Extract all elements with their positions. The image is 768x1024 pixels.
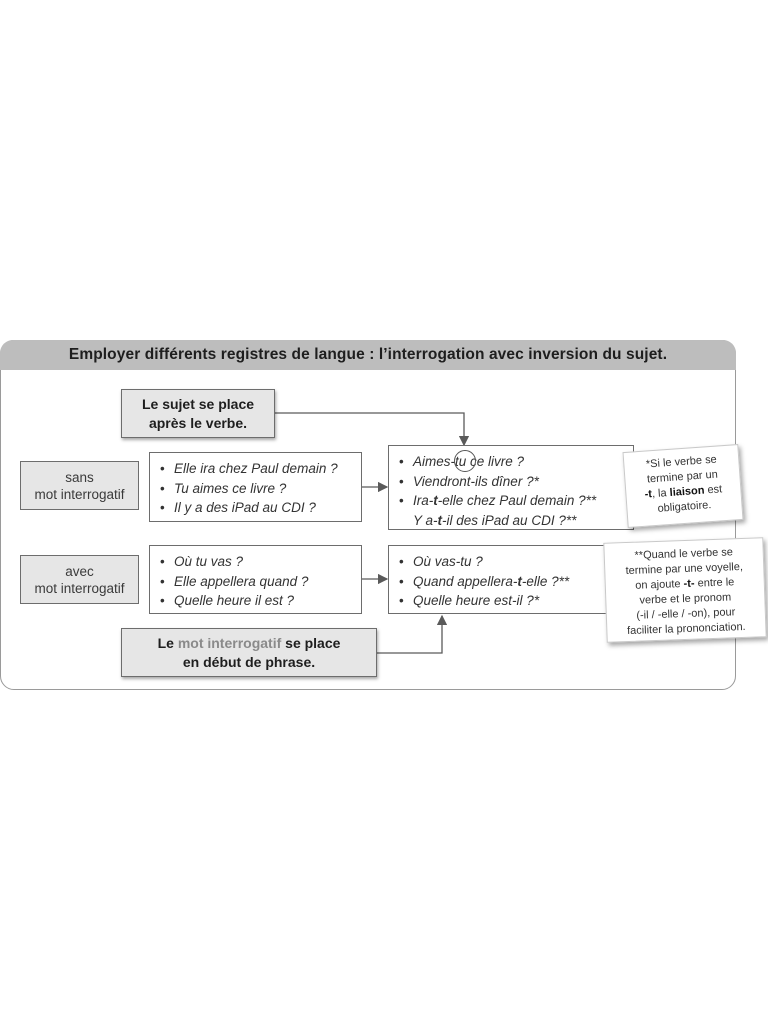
inverted-text: Où vas-tu ? [413, 554, 483, 569]
inverted-text-part: Ira- [413, 493, 434, 508]
example-text: Quelle heure il est ? [174, 593, 295, 608]
diagram-title: Employer différents registres de langue … [68, 346, 668, 363]
callout-bottom-line1: Le mot interrogatif se place [158, 634, 341, 653]
inverted-sans-box: •Aimes-tu ce livre ? • Viendront-ils dîne… [388, 445, 634, 530]
label-avec-mot-interrogatif: avec mot interrogatif [20, 555, 139, 604]
euphonic-t: t [517, 573, 522, 589]
example-sans-1: • Elle ira chez Paul demain ? [160, 459, 361, 479]
callout-subject-after-verb: Le sujet se place après le verbe. [121, 389, 275, 438]
bullet: • [160, 593, 165, 608]
subject-circle-mark [454, 450, 476, 472]
inverted-text: Viendront-ils dîner ?* [413, 473, 539, 489]
bullet: • [399, 473, 404, 489]
inverted-text-part: -elle chez Paul demain ?** [437, 493, 597, 508]
bullet: • [399, 554, 404, 569]
bullet: • [399, 493, 404, 508]
callout-bottom-line2: en début de phrase. [182, 653, 316, 670]
example-text: Elle appellera quand ? [174, 573, 309, 589]
callout-interrogative-word-first: Le mot interrogatif se place en début de… [121, 628, 377, 677]
example-avec-1: • Où tu vas ? [160, 552, 361, 572]
inverted-text-part: Quand appellera- [413, 573, 518, 589]
note2-bold-t: -t- [683, 577, 695, 591]
inverted-sans-4: Y a-t-il des iPad au CDI ?** [413, 511, 633, 531]
note-liaison: *Si le verbe se termine par un -t, la li… [622, 444, 744, 528]
example-avec-2: • Elle appellera quand ? [160, 572, 361, 592]
euphonic-t: t [433, 493, 438, 508]
example-text: Tu aimes ce livre ? [174, 480, 287, 496]
bullet: • [160, 480, 165, 496]
inverted-avec-1: • Où vas-tu ? [399, 552, 633, 572]
examples-sans-box: • Elle ira chez Paul demain ? • Tu aimes c… [149, 452, 362, 522]
inverted-text-part: -elle ?** [521, 573, 570, 589]
note1-bold-liaison: liaison [669, 484, 705, 499]
label-sans-line1: sans [65, 469, 94, 485]
callout-top-line1: Le sujet se place [141, 395, 255, 412]
example-sans-3: • Il y a des iPad au CDI ? [160, 498, 361, 518]
example-text: Elle ira chez Paul demain ? [174, 461, 338, 476]
callout-bottom-suffix: se place [281, 634, 341, 651]
bullet: • [399, 454, 404, 469]
callout-top-line2: après le verbe. [148, 414, 248, 431]
label-avec-line1: avec [65, 563, 94, 579]
label-sans-mot-interrogatif: sans mot interrogatif [20, 461, 139, 510]
inverted-sans-1: •Aimes-tu ce livre ? [399, 452, 633, 472]
bullet: • [160, 461, 165, 476]
inverted-avec-2: • Quand appellera-t-elle ?** [399, 572, 633, 592]
example-text: Où tu vas ? [174, 554, 244, 569]
bullet: • [399, 593, 404, 608]
inverted-avec-3: • Quelle heure est-il ?* [399, 591, 633, 611]
note-euphonic-t: **Quand le verbe se termine par une voye… [603, 537, 767, 643]
example-text: Il y a des iPad au CDI ? [174, 500, 316, 515]
label-avec-line2: mot interrogatif [34, 580, 125, 596]
inverted-text-part: -il des iPad au CDI ?** [442, 512, 577, 528]
bullet: • [160, 573, 165, 589]
bullet: • [399, 573, 404, 589]
inverted-text-part: Y a- [413, 512, 438, 528]
title-bar: Employer différents registres de langue … [0, 340, 736, 370]
euphonic-t: t [437, 512, 443, 528]
note2-text: entre le [694, 576, 735, 590]
inverted-sans-3: •Ira-t-elle chez Paul demain ?** Y a-t-i… [399, 491, 633, 530]
callout-bottom-accent: mot interrogatif [177, 634, 282, 651]
inverted-text: Quelle heure est-il ?* [413, 593, 540, 608]
example-avec-3: • Quelle heure il est ? [160, 591, 361, 611]
note1-text: , la [651, 486, 671, 501]
label-sans-line2: mot interrogatif [34, 486, 125, 502]
inverted-avec-box: • Où vas-tu ? • Quand appellera-t-elle ?**… [388, 545, 634, 614]
bullet: • [160, 500, 165, 515]
note2-text: on ajoute [635, 578, 684, 592]
example-sans-2: • Tu aimes ce livre ? [160, 479, 361, 499]
examples-avec-box: • Où tu vas ? • Elle appellera quand ? • Qu… [149, 545, 362, 614]
note1-text: est [704, 483, 723, 497]
inverted-sans-2: • Viendront-ils dîner ?* [399, 472, 633, 492]
bullet: • [160, 554, 165, 569]
callout-bottom-prefix: Le [157, 634, 178, 651]
